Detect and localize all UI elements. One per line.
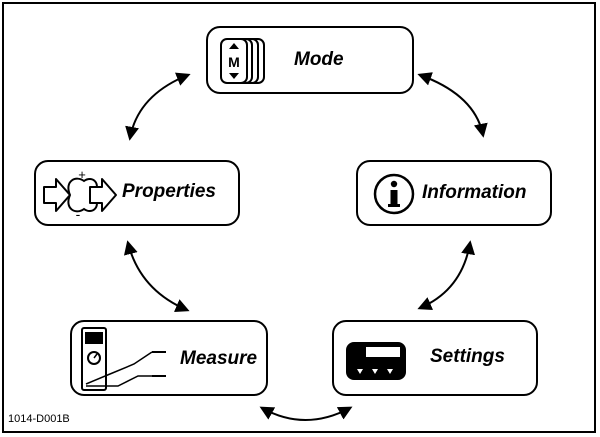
info-icon: [373, 173, 415, 215]
settings-label: Settings: [430, 346, 505, 367]
arrow-mode-properties: [125, 72, 191, 141]
control-panel-icon: [346, 342, 406, 380]
plus-minus-arrows-icon: + -: [43, 167, 117, 222]
svg-text:+: +: [78, 167, 86, 182]
diagram-frame: [2, 2, 596, 433]
figure-id-caption: 1014-D001B: [8, 413, 70, 425]
properties-node[interactable]: + - Properties: [34, 160, 240, 226]
information-node[interactable]: Information: [356, 160, 552, 226]
arrow-properties-measure: [123, 240, 190, 313]
settings-node[interactable]: Settings: [332, 320, 538, 396]
svg-text:-: -: [76, 206, 81, 222]
mode-key-letter: M: [228, 54, 240, 70]
meter-probe-icon: [81, 327, 166, 391]
mode-node[interactable]: M Mode: [206, 26, 414, 94]
mode-label: Mode: [294, 49, 344, 70]
measure-label: Measure: [180, 348, 258, 369]
measure-node[interactable]: Measure: [70, 320, 268, 396]
arrow-mode-information: [417, 72, 488, 138]
arrow-measure-settings: [259, 406, 353, 421]
arrow-information-settings: [417, 240, 476, 311]
mode-stack-icon: M: [220, 38, 265, 84]
properties-label: Properties: [122, 181, 216, 202]
information-label: Information: [422, 182, 527, 203]
